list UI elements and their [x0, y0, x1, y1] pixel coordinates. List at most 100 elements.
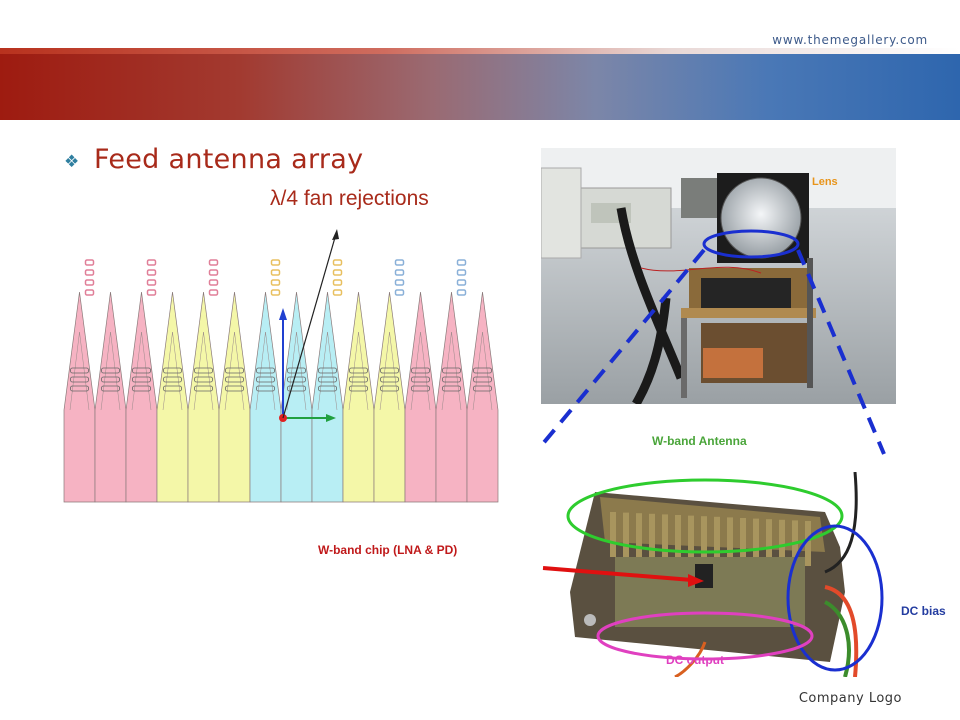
fan-notch [194, 376, 213, 383]
fan-notch [473, 376, 492, 383]
slot-marker [84, 279, 95, 286]
fan-notch [256, 367, 275, 374]
fan-element [466, 291, 499, 503]
fan-notch [194, 385, 213, 392]
website-url: www.themegallery.com [772, 33, 928, 47]
fan-inner-line [441, 331, 462, 411]
fan-notch [380, 367, 399, 374]
fan-notch [101, 385, 120, 392]
fan-notch [132, 367, 151, 374]
board-finger [727, 517, 733, 563]
fan-inner-line [286, 331, 307, 411]
fan-notch [70, 385, 89, 392]
slot-marker [146, 279, 157, 286]
dc-output-label: DC output [666, 653, 724, 667]
fan-notch [318, 376, 337, 383]
fan-notch [256, 385, 275, 392]
header-banner [0, 48, 960, 120]
slot-marker [394, 269, 405, 276]
fan-notch [132, 385, 151, 392]
fan-rejection-label: λ/4 fan rejections [270, 187, 429, 210]
slot-marker [208, 259, 219, 266]
fan-inner-line [224, 331, 245, 411]
fan-notch [225, 376, 244, 383]
fan-notch [411, 385, 430, 392]
slot-marker [270, 279, 281, 286]
fan-element [249, 291, 282, 503]
fan-notch [318, 385, 337, 392]
fan-inner-line [100, 331, 121, 411]
fan-element [342, 291, 375, 503]
board-finger [636, 513, 642, 559]
slot-marker [332, 269, 343, 276]
slot-marker [332, 259, 343, 266]
fan-element [435, 291, 468, 503]
board-finger [649, 513, 655, 559]
fan-inner-line [131, 331, 152, 411]
fan-notch [349, 376, 368, 383]
slot-marker [456, 289, 467, 296]
fan-notch [442, 367, 461, 374]
fan-inner-line [348, 331, 369, 411]
fan-notch [225, 367, 244, 374]
fan-notch [473, 385, 492, 392]
board-finger [610, 512, 616, 557]
company-logo: Company Logo [798, 691, 902, 706]
board-finger [675, 515, 681, 560]
fan-notch [442, 376, 461, 383]
fan-inner-line [69, 331, 90, 411]
fan-notch [194, 367, 213, 374]
slot-marker [394, 279, 405, 286]
board-finger [714, 516, 720, 562]
slot-marker [270, 269, 281, 276]
fan-element [63, 291, 96, 503]
board-finger [688, 515, 694, 561]
slot-marker [394, 289, 405, 296]
fan-notch [411, 367, 430, 374]
fan-notch [318, 367, 337, 374]
fan-notch [225, 385, 244, 392]
board-finger [740, 518, 746, 563]
header-accent-line [0, 48, 960, 54]
slot-marker [332, 289, 343, 296]
board-finger [805, 521, 811, 566]
fan-inner-line [317, 331, 338, 411]
antenna-slots [84, 259, 467, 296]
fan-inner-line [379, 331, 400, 411]
board-finger [701, 516, 707, 562]
fan-element [187, 291, 220, 503]
fan-element [125, 291, 158, 503]
fan-element [280, 291, 313, 503]
slot-marker [84, 259, 95, 266]
fan-notch [380, 385, 399, 392]
fan-element [218, 291, 251, 503]
slot-marker [270, 289, 281, 296]
fan-notch [349, 385, 368, 392]
slot-marker [146, 269, 157, 276]
fan-notch [70, 376, 89, 383]
slot-marker [394, 259, 405, 266]
slot-marker [456, 279, 467, 286]
fan-notch [101, 367, 120, 374]
slot-marker [146, 259, 157, 266]
fan-element [373, 291, 406, 503]
board-finger [623, 512, 629, 558]
diamond-bullet-icon: ❖ [64, 152, 80, 171]
slot-marker [456, 259, 467, 266]
fan-notch [287, 376, 306, 383]
fan-inner-line [472, 331, 493, 411]
fan-inner-line [410, 331, 431, 411]
slot-marker [84, 269, 95, 276]
lens-label: Lens [812, 176, 838, 188]
fan-notch [70, 367, 89, 374]
slot-marker [456, 269, 467, 276]
fan-notch [287, 385, 306, 392]
slide-title: Feed antenna array [94, 144, 364, 175]
fan-notch [442, 385, 461, 392]
fan-notch [380, 376, 399, 383]
fan-inner-line [193, 331, 214, 411]
fan-notch [101, 376, 120, 383]
wband-antenna-label: W-band Antenna [652, 434, 747, 448]
fan-inner-line [255, 331, 276, 411]
slot-marker [270, 259, 281, 266]
